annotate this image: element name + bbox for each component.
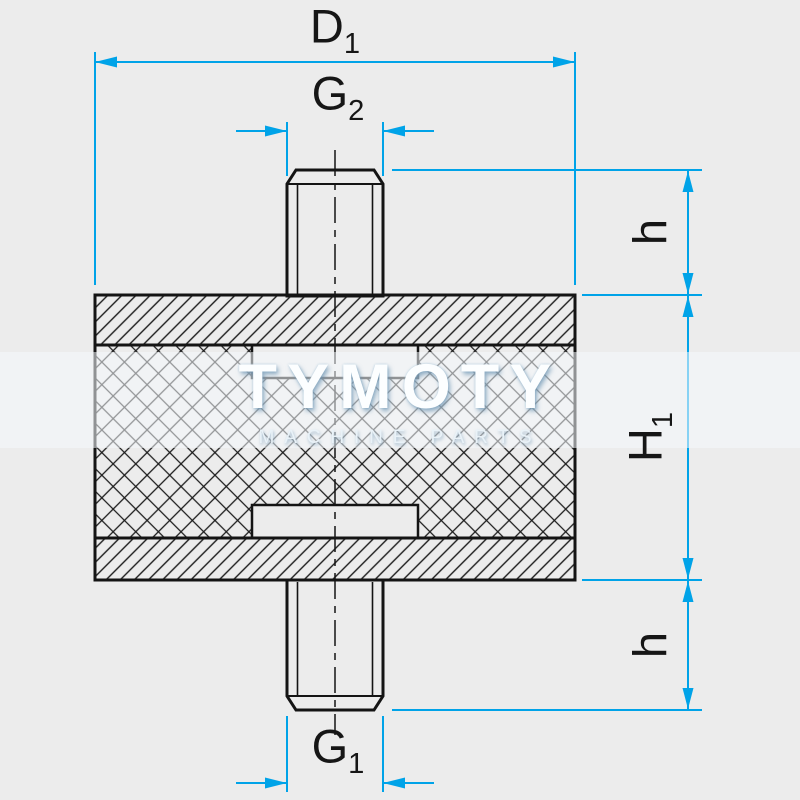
dim-label-g1: G1 — [312, 723, 365, 780]
arrow-right-icon — [265, 777, 287, 789]
dim-label-h-bottom-base: h — [623, 631, 677, 659]
dim-label-g1-base: G — [311, 719, 349, 773]
dimension-g1 — [236, 716, 434, 792]
arrow-right-icon — [265, 125, 287, 137]
dimension-g2 — [236, 122, 434, 176]
arrow-down-icon — [682, 273, 694, 294]
dim-label-h-top-base: h — [623, 218, 677, 246]
dim-label-h-top: h — [623, 218, 684, 246]
arrow-up-icon — [682, 296, 694, 317]
watermark-band: TYMOTY MACHINE PARTS — [0, 352, 800, 448]
dim-label-d1-base: D — [309, 0, 344, 53]
dimension-d1 — [94, 52, 576, 285]
dim-label-h-bottom: h — [623, 631, 684, 659]
dim-label-g2-base: G — [311, 66, 349, 120]
arrow-left-icon — [383, 777, 405, 789]
arrow-down-icon — [682, 558, 694, 579]
dim-label-h1-sub: 1 — [647, 411, 680, 429]
dim-label-h1: H1 — [618, 411, 680, 463]
arrow-left-icon — [95, 56, 117, 68]
arrow-down-icon — [682, 688, 694, 709]
dim-label-d1: D1 — [310, 3, 360, 60]
dim-label-g2-sub: 2 — [348, 95, 365, 128]
dim-label-h1-base: H — [618, 428, 672, 463]
dim-label-g1-sub: 1 — [348, 748, 365, 781]
arrow-left-icon — [383, 125, 405, 137]
arrow-right-icon — [553, 56, 575, 68]
dim-label-g2: G2 — [312, 70, 365, 127]
arrow-up-icon — [682, 581, 694, 602]
dim-label-d1-sub: 1 — [343, 28, 361, 61]
arrow-up-icon — [682, 171, 694, 192]
watermark-title: TYMOTY — [238, 352, 562, 422]
watermark-subtitle: MACHINE PARTS — [258, 427, 542, 448]
